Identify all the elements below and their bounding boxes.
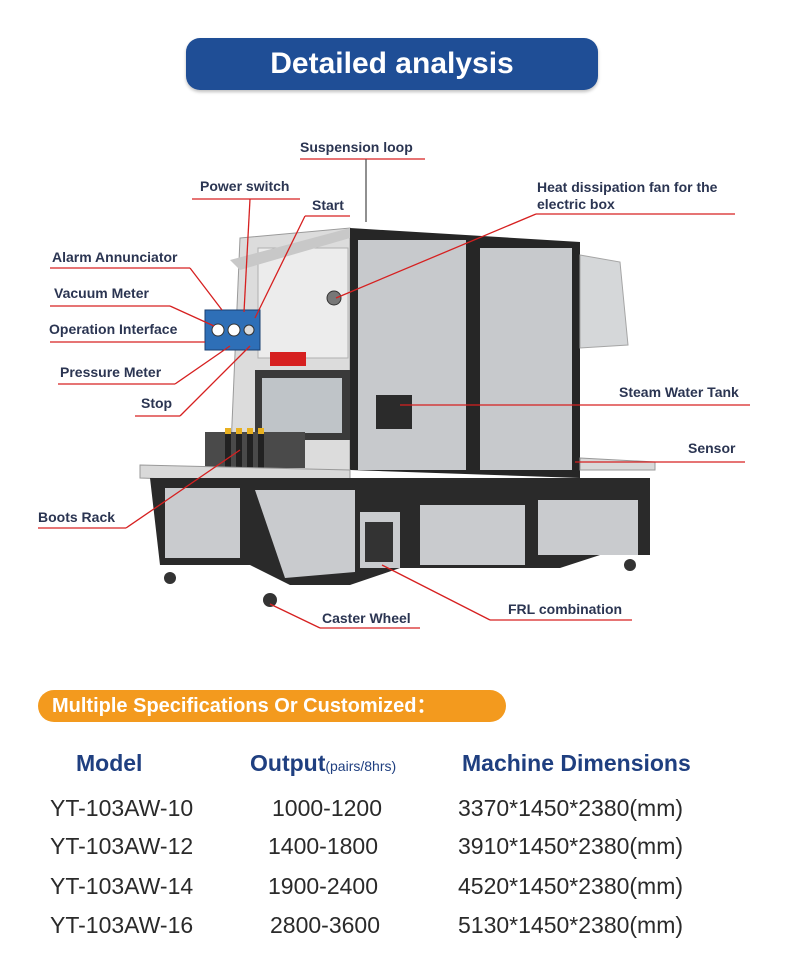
cell-output: 2800-3600: [270, 912, 380, 938]
header-output: Output(pairs/8hrs): [250, 750, 396, 777]
caster-wheel-icon: [164, 572, 176, 584]
table-row: YT-103AW-14 1900-2400 4520*1450*2380(mm): [0, 873, 790, 909]
cell-dimensions: 3910*1450*2380(mm): [458, 833, 684, 859]
table-row: YT-103AW-12 1400-1800 3910*1450*2380(mm): [0, 833, 790, 869]
label-start: Start: [312, 197, 344, 213]
cell-dimensions: 5130*1450*2380(mm): [458, 912, 684, 938]
label-caster-wheel: Caster Wheel: [322, 610, 411, 626]
cell-model: YT-103AW-14: [50, 873, 194, 899]
label-stop: Stop: [141, 395, 173, 411]
page-title: Detailed analysis: [186, 38, 598, 90]
cell-dimensions: 4520*1450*2380(mm): [458, 873, 684, 899]
spec-banner: Multiple Specifications Or Customized：: [38, 690, 506, 722]
table-row: YT-103AW-10 1000-1200 3370*1450*2380(mm): [0, 795, 790, 831]
label-pressure-meter: Pressure Meter: [60, 364, 162, 380]
header-model: Model: [76, 750, 143, 776]
label-operation-interface: Operation Interface: [49, 321, 178, 337]
header-dimensions: Machine Dimensions: [462, 750, 691, 776]
header-output-unit: (pairs/8hrs): [325, 758, 397, 774]
label-heat-fan: Heat dissipation fan for the electric bo…: [537, 179, 718, 212]
label-alarm: Alarm Annunciator: [52, 249, 178, 265]
cell-output: 1000-1200: [272, 795, 382, 821]
header-output-label: Output: [250, 750, 326, 776]
label-boots-rack: Boots Rack: [38, 509, 116, 525]
cell-output: 1900-2400: [268, 873, 378, 899]
frl-unit: [365, 522, 393, 562]
brand-logo: [270, 352, 306, 366]
cell-model: YT-103AW-12: [50, 833, 194, 859]
table-row: YT-103AW-16 2800-3600 5130*1450*2380(mm): [0, 912, 790, 948]
label-sensor: Sensor: [688, 440, 736, 456]
cell-output: 1400-1800: [268, 833, 378, 859]
label-vacuum-meter: Vacuum Meter: [54, 285, 149, 301]
machine-illustration: [38, 158, 750, 629]
fan-icon: [326, 290, 342, 306]
label-power-switch: Power switch: [200, 178, 290, 194]
label-frl: FRL combination: [508, 601, 623, 617]
cell-model: YT-103AW-16: [50, 912, 194, 938]
cell-model: YT-103AW-10: [50, 795, 194, 821]
label-steam-tank: Steam Water Tank: [619, 384, 739, 400]
cell-dimensions: 3370*1450*2380(mm): [458, 795, 684, 821]
label-suspension-loop: Suspension loop: [300, 139, 413, 155]
steam-tank-panel: [376, 395, 412, 429]
